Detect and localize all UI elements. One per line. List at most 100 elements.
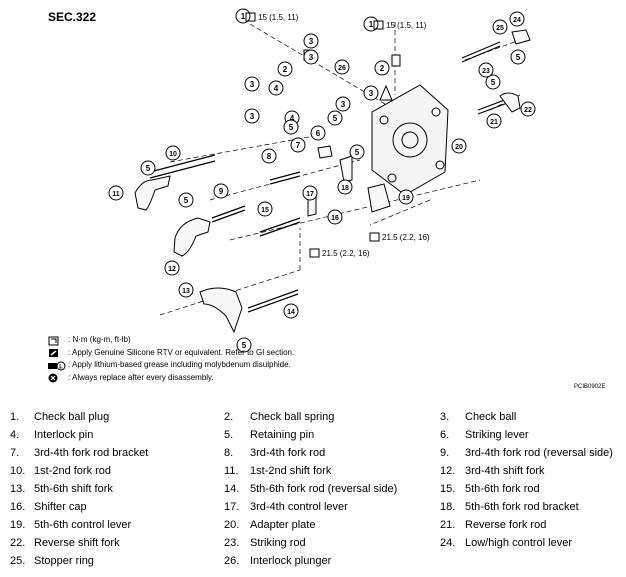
- part-item: 23.Striking rod: [224, 534, 306, 552]
- callout-number: 24: [513, 17, 521, 24]
- callout-number: 23: [482, 68, 490, 75]
- part-number: 20.: [224, 519, 240, 531]
- part-number: 18.: [440, 501, 456, 513]
- part-item: 6.Striking lever: [440, 426, 529, 444]
- part-number: 10.: [10, 465, 26, 477]
- section-label: SEC.322: [48, 10, 97, 24]
- part-item: 11.1st-2nd shift fork: [224, 462, 331, 480]
- callout-19: 19: [398, 189, 414, 205]
- callout-number: 14: [287, 309, 295, 316]
- callout-2: 2: [277, 61, 293, 77]
- callout-10: 10: [165, 145, 181, 161]
- callout-3: 3: [303, 49, 319, 65]
- torque-wrench-icon: [48, 336, 66, 346]
- callout-12: 12: [164, 260, 180, 276]
- callout-number: 3: [341, 100, 346, 109]
- part-item: 4.Interlock pin: [10, 426, 93, 444]
- callout-number: 16: [331, 215, 339, 222]
- callout-number: 5: [355, 148, 360, 157]
- part-number: 1.: [10, 411, 20, 423]
- callout-3: 3: [244, 76, 260, 92]
- callout-number: 18: [341, 185, 349, 192]
- part-number: 8.: [224, 447, 234, 459]
- shift-forks: [134, 29, 531, 334]
- callout-number: 5: [146, 164, 151, 173]
- callout-number: 12: [168, 266, 176, 273]
- callout-number: 5: [242, 341, 247, 350]
- part-number: 22.: [10, 537, 26, 549]
- part-number: 23.: [224, 537, 240, 549]
- callout-number: 5: [289, 123, 294, 132]
- part-name: Adapter plate: [250, 519, 316, 531]
- part-item: 19.5th-6th control lever: [10, 516, 131, 534]
- part-name: 3rd-4th fork rod (reversal side): [465, 447, 613, 459]
- callout-3: 3: [335, 96, 351, 112]
- callout-number: 6: [316, 129, 321, 138]
- torque-spec: 15 (1.5, 11): [245, 12, 299, 22]
- part-name: 3rd-4th fork rod: [250, 447, 326, 459]
- part-number: 15.: [440, 483, 456, 495]
- legend-text: : Apply lithium-based grease including m…: [68, 360, 291, 369]
- callout-5: 5: [236, 337, 252, 353]
- part-item: 14. 5th-6th fork rod (reversal side): [224, 480, 397, 498]
- callout-number: 3: [250, 112, 255, 121]
- legend-row: : Always replace after every disassembly…: [48, 372, 294, 385]
- callout-number: 3: [369, 89, 374, 98]
- callout-21: 21: [486, 113, 502, 129]
- part-item: 18.5th-6th fork rod bracket: [440, 498, 579, 516]
- part-item: 2.Check ball spring: [224, 408, 334, 426]
- callout-number: 1: [369, 20, 374, 29]
- part-name: Low/high control lever: [465, 537, 573, 549]
- part-number: 16.: [10, 501, 26, 513]
- part-name: 5th-6th shift fork: [34, 483, 113, 495]
- callout-number: 25: [496, 25, 504, 32]
- legend-row: : N·m (kg-m, ft-lb): [48, 334, 294, 347]
- callout-3: 3: [303, 33, 319, 49]
- torque-wrench-icon: [369, 232, 380, 242]
- torque-labels: 15 (1.5, 11)15 (1.5, 11)21.5 (2.2, 16)21…: [245, 12, 430, 258]
- part-number: 11.: [224, 465, 239, 477]
- part-item: 16.Shifter cap: [10, 498, 87, 516]
- part-name: Interlock plunger: [250, 555, 332, 567]
- part-number: 26.: [224, 555, 240, 567]
- part-number: 13.: [10, 483, 26, 495]
- legend: : N·m (kg-m, ft-lb) : Apply Genuine Sili…: [48, 334, 294, 384]
- callout-number: 7: [296, 141, 301, 150]
- torque-value: 15 (1.5, 11): [258, 13, 299, 22]
- part-item: 26. Interlock plunger: [224, 552, 331, 570]
- callout-16: 16: [327, 209, 343, 225]
- callout-number: 5: [333, 114, 338, 123]
- callout-number: 1: [241, 12, 246, 21]
- part-name: Reverse shift fork: [34, 537, 120, 549]
- part-name: 5th-6th fork rod (reversal side): [250, 483, 398, 495]
- part-name: 3rd-4th shift fork: [465, 465, 545, 477]
- callout-22: 22: [520, 101, 536, 117]
- part-name: Stopper ring: [34, 555, 94, 567]
- torque-wrench-icon: [309, 248, 320, 258]
- part-item: 21.Reverse fork rod: [440, 516, 546, 534]
- legend-row: : Apply Genuine Silicone RTV or equivale…: [48, 347, 294, 360]
- legend-text: : N·m (kg-m, ft-lb): [68, 335, 131, 344]
- callout-number: 15: [261, 207, 269, 214]
- torque-value: 21.5 (2.2, 16): [322, 249, 370, 258]
- callout-6: 6: [310, 125, 326, 141]
- part-item: 7.3rd-4th fork rod bracket: [10, 444, 148, 462]
- callout-number: 10: [169, 151, 177, 158]
- part-item: 10.1st-2nd fork rod: [10, 462, 111, 480]
- torque-value: 21.5 (2.2, 16): [382, 233, 430, 242]
- callout-number: 3: [309, 37, 314, 46]
- callout-3: 3: [244, 108, 260, 124]
- part-number: 14.: [224, 483, 240, 495]
- part-item: 5.Retaining pin: [224, 426, 314, 444]
- torque-wrench-icon: [373, 20, 384, 30]
- part-number: 2.: [224, 411, 234, 423]
- callout-18: 18: [337, 179, 353, 195]
- part-item: 1.Check ball plug: [10, 408, 109, 426]
- callout-5: 5: [485, 74, 501, 90]
- callout-17: 17: [302, 185, 318, 201]
- torque-wrench-icon: [245, 12, 256, 22]
- part-number: 4.: [10, 429, 20, 441]
- callout-3: 3: [363, 85, 379, 101]
